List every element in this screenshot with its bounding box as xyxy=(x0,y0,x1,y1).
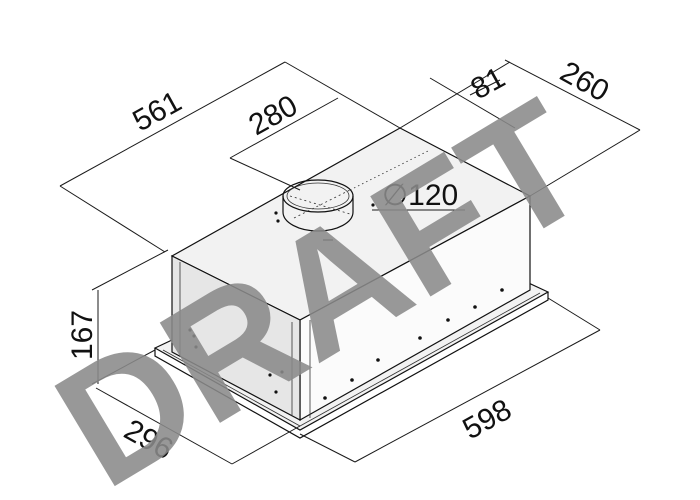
dim-598-label: 598 xyxy=(457,393,517,446)
dim-260-label: 260 xyxy=(555,55,615,108)
mounting-holes xyxy=(188,203,504,400)
dim-561-label: 561 xyxy=(127,85,187,138)
duct-collar xyxy=(282,149,431,241)
hood-side-face xyxy=(171,255,301,421)
hood-body xyxy=(153,127,550,439)
duct-diameter-label: ∅120 xyxy=(382,179,458,212)
dim-280-label: 280 xyxy=(243,89,303,142)
dimension-lines xyxy=(59,59,641,465)
dim-167-label: 167 xyxy=(66,310,99,360)
